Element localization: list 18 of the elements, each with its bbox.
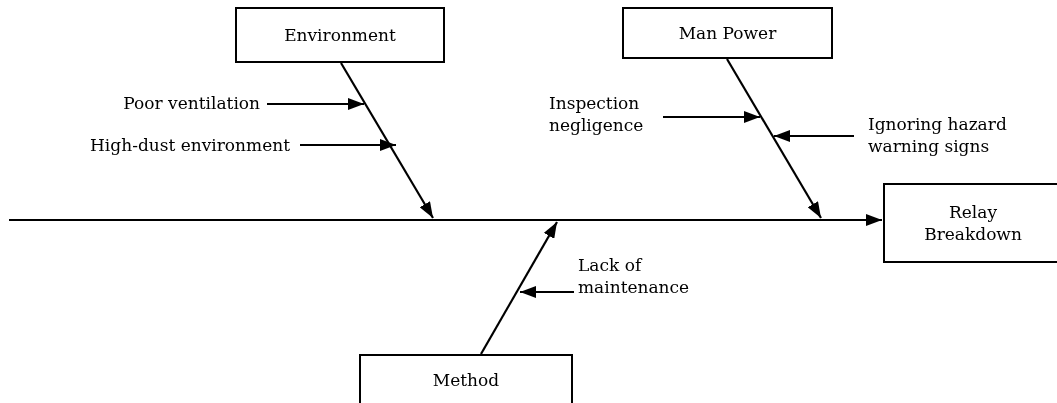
cause-label: High-dust environment	[90, 134, 290, 156]
cause-label: Poor ventilation	[123, 92, 260, 114]
effect-box: Relay Breakdown	[883, 183, 1057, 263]
arrow	[9, 214, 882, 226]
arrow	[774, 130, 854, 142]
arrow	[480, 221, 558, 355]
cause-label: Ignoring hazard warning signs	[868, 113, 1048, 157]
arrow	[267, 98, 364, 110]
arrow	[300, 139, 396, 151]
arrow	[726, 58, 822, 219]
arrow	[663, 111, 760, 123]
cause-label: Inspection negligence	[549, 92, 664, 136]
arrow	[340, 62, 434, 219]
category-box: Environment	[235, 7, 445, 63]
category-box: Man Power	[622, 7, 833, 59]
category-box: Method	[359, 354, 573, 403]
arrow	[520, 286, 574, 298]
cause-label: Lack of maintenance	[578, 254, 718, 298]
